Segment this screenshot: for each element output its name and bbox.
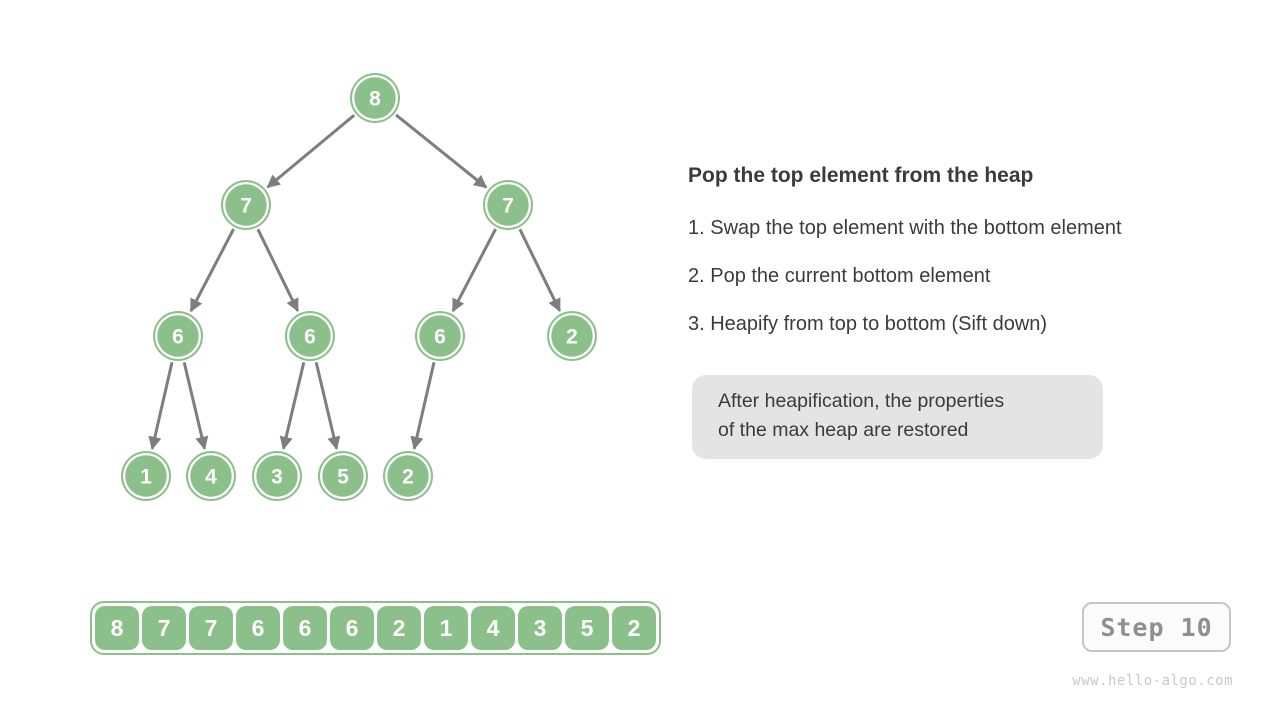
tree-node: 7	[221, 180, 271, 230]
tree-edge-arrow	[256, 228, 300, 312]
instruction-step-3: 3. Heapify from top to bottom (Sift down…	[688, 313, 1048, 335]
array-cell: 6	[236, 606, 280, 650]
tree-node-value: 3	[271, 466, 283, 489]
tree-node-value: 4	[205, 466, 217, 489]
array-cell: 2	[612, 606, 656, 650]
tree-edge-arrow	[395, 113, 488, 189]
tree-node: 2	[547, 311, 597, 361]
tree-edge-arrow	[182, 361, 209, 450]
tree-edge-arrow	[279, 361, 306, 450]
tree-node: 4	[186, 451, 236, 501]
tree-node: 6	[415, 311, 465, 361]
tree-node-value: 7	[502, 195, 514, 218]
tree-node-value: 5	[337, 466, 349, 489]
tree-node-value: 6	[172, 326, 184, 349]
instruction-step-1: 1. Swap the top element with the bottom …	[688, 217, 1122, 239]
tree-node: 3	[252, 451, 302, 501]
array-cell: 4	[471, 606, 515, 650]
tree-edge-arrow	[410, 361, 436, 450]
tree-edge-arrow	[518, 228, 562, 312]
tree-edge-arrow	[189, 228, 235, 313]
note-box: After heapification, the properties of t…	[692, 375, 1103, 459]
array-cell: 7	[189, 606, 233, 650]
array-cell: 8	[95, 606, 139, 650]
instruction-step-2: 2. Pop the current bottom element	[688, 265, 991, 287]
note-line: of the max heap are restored	[718, 419, 969, 441]
array-cell: 6	[283, 606, 327, 650]
tree-node-value: 2	[566, 326, 578, 349]
tree-node: 6	[285, 311, 335, 361]
array-cell: 5	[565, 606, 609, 650]
tree-node: 2	[383, 451, 433, 501]
tree-edge-arrow	[314, 361, 341, 450]
array-cell: 3	[518, 606, 562, 650]
tree-node-value: 6	[304, 326, 316, 349]
note-line: After heapification, the properties	[718, 390, 1005, 412]
tree-edge-arrow	[266, 114, 356, 189]
tree-node: 8	[350, 73, 400, 123]
tree-edge-arrow	[148, 361, 174, 450]
array-cell: 7	[142, 606, 186, 650]
panel-title: Pop the top element from the heap	[688, 164, 1034, 187]
array-cell: 6	[330, 606, 374, 650]
tree-node: 7	[483, 180, 533, 230]
tree-node-value: 6	[434, 326, 446, 349]
array-cell: 1	[424, 606, 468, 650]
array-cell: 2	[377, 606, 421, 650]
tree-node: 6	[153, 311, 203, 361]
tree-node: 5	[318, 451, 368, 501]
tree-node-value: 8	[369, 88, 381, 111]
heap-tree-diagram: 8 7 7 6 6 6 2 1 4 3 5 2	[121, 73, 597, 501]
watermark: www.hello-algo.com	[1072, 673, 1233, 689]
tree-edge-arrow	[451, 228, 497, 313]
step-badge: Step 10	[1082, 602, 1231, 652]
tree-node: 1	[121, 451, 171, 501]
tree-node-value: 2	[402, 466, 414, 489]
tree-node-value: 1	[140, 466, 152, 489]
tree-node-value: 7	[240, 195, 252, 218]
